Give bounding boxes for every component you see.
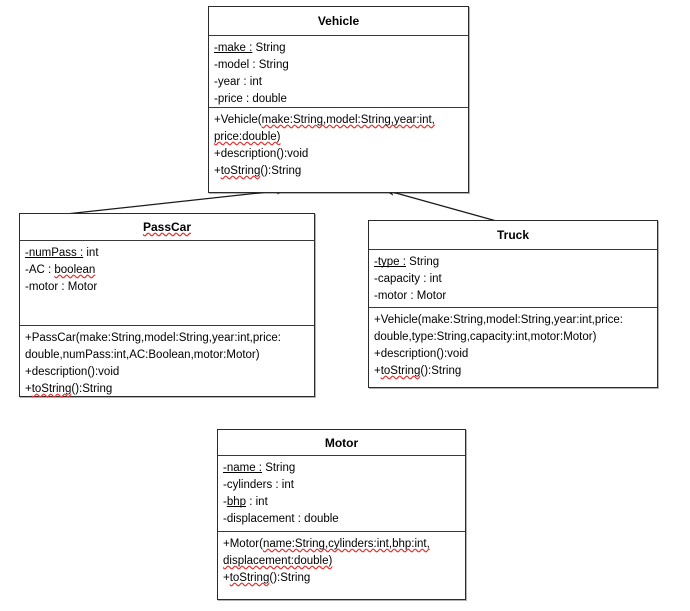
attribute-row: -numPass : int <box>25 247 99 259</box>
method-row: +Vehicle(make:String,model:String,year:i… <box>214 114 435 143</box>
class-attributes-motor: -name : String -cylinders : int -bhp : i… <box>218 456 465 532</box>
class-title-truck: Truck <box>369 221 657 250</box>
method-row: +toString():String <box>223 572 311 584</box>
attribute-row: -cylinders : int <box>223 479 294 491</box>
attribute-row: -model : String <box>214 59 289 71</box>
method-row: +toString():String <box>25 383 113 395</box>
method-row: +toString():String <box>374 365 462 377</box>
class-methods-motor: +Motor(name:String,cylinders:int,bhp:int… <box>218 532 465 591</box>
attribute-row: -motor : Motor <box>25 281 98 293</box>
attribute-row: -bhp : int <box>223 496 268 508</box>
attribute-row: -displacement : double <box>223 513 339 525</box>
attribute-row: -capacity : int <box>374 273 442 285</box>
method-row: +description():void <box>214 148 309 160</box>
attribute-row: -type : String <box>374 256 440 268</box>
attribute-row: -AC : boolean <box>25 264 96 276</box>
class-methods-truck: +Vehicle(make:String,model:String,year:i… <box>369 308 657 384</box>
class-methods-vehicle: +Vehicle(make:String,model:String,year:i… <box>209 108 468 184</box>
method-row: +Vehicle(make:String,model:String,year:i… <box>374 314 623 343</box>
attribute-row: -make : String <box>214 42 286 54</box>
class-box-vehicle[interactable]: Vehicle -make : String -model : String -… <box>208 6 469 193</box>
method-row: +PassCar(make:String,model:String,year:i… <box>25 332 281 361</box>
attribute-row: -price : double <box>214 93 287 105</box>
class-box-passcar[interactable]: PassCar -numPass : int -AC : boolean -mo… <box>19 213 315 397</box>
class-title-vehicle: Vehicle <box>209 7 468 36</box>
method-row: +description():void <box>25 366 120 378</box>
class-box-truck[interactable]: Truck -type : String -capacity : int -mo… <box>368 220 658 388</box>
attribute-row: -year : int <box>214 76 262 88</box>
class-methods-passcar: +PassCar(make:String,model:String,year:i… <box>20 326 314 402</box>
attribute-row: -motor : Motor <box>374 290 447 302</box>
class-attributes-vehicle: -make : String -model : String -year : i… <box>209 36 468 108</box>
method-row: +toString():String <box>214 165 302 177</box>
class-title-passcar: PassCar <box>20 214 314 241</box>
method-row: +Motor(name:String,cylinders:int,bhp:int… <box>223 538 430 567</box>
class-title-motor: Motor <box>218 430 465 456</box>
class-box-motor[interactable]: Motor -name : String -cylinders : int -b… <box>217 429 466 600</box>
arrow-truck-to-vehicle <box>384 189 501 223</box>
class-attributes-truck: -type : String -capacity : int -motor : … <box>369 250 657 308</box>
method-row: +description():void <box>374 348 469 360</box>
attribute-row: -name : String <box>223 462 296 474</box>
class-attributes-passcar: -numPass : int -AC : boolean -motor : Mo… <box>20 241 314 326</box>
